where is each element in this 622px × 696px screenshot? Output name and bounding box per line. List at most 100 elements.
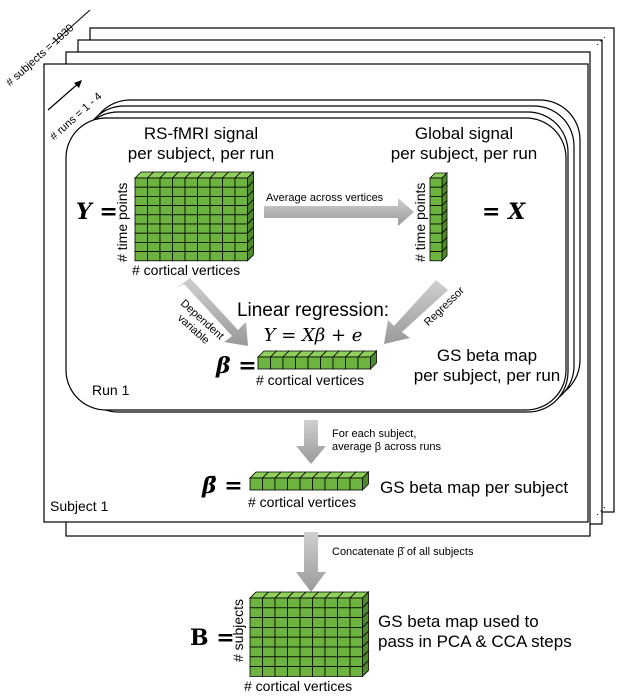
grid-cell xyxy=(249,607,263,618)
grid-cell xyxy=(147,251,161,262)
grid-cell xyxy=(249,627,263,638)
grid-cell xyxy=(159,195,173,206)
grid-cell xyxy=(184,205,198,216)
grid-cell xyxy=(197,223,211,234)
grid-cell xyxy=(209,195,223,206)
avg-runs-label: For each subject, average β across runs xyxy=(332,428,441,453)
concatenate-arrow xyxy=(296,532,326,592)
grid-cell xyxy=(222,205,236,216)
grid-cell xyxy=(234,205,248,216)
grid-cell xyxy=(249,646,263,658)
B-subjects-axis: # subjects xyxy=(230,598,246,662)
grid-cell xyxy=(287,477,301,491)
grid-cell xyxy=(324,617,338,628)
Y-equation: Y = xyxy=(76,199,118,225)
grid-cell xyxy=(320,356,334,370)
avg-runs-line1: For each subject, xyxy=(332,428,417,440)
grid-cell xyxy=(197,214,211,225)
avg-runs-line2: average β across runs xyxy=(332,440,442,453)
grid-cell xyxy=(337,646,351,658)
grid-cell xyxy=(299,597,313,609)
grid-cell xyxy=(222,186,236,197)
grid-cell xyxy=(429,195,443,206)
grid-cell xyxy=(209,232,223,243)
dependent-variable-arrow xyxy=(176,278,248,346)
grid-cell xyxy=(197,241,211,252)
global-signal-title: Global signal per subject, per run xyxy=(374,124,554,163)
grid-cell xyxy=(274,597,288,609)
grid-cell xyxy=(234,214,248,225)
grid-cell xyxy=(349,636,363,648)
grid-cell xyxy=(287,666,301,677)
grid-cell xyxy=(209,241,223,252)
grid-cell xyxy=(222,223,236,234)
grid-cell xyxy=(172,232,186,243)
grid-cell xyxy=(134,251,148,262)
B-description-line1: GS beta map used to xyxy=(378,612,539,631)
grid-cell xyxy=(312,656,326,667)
grid-cell xyxy=(209,223,223,234)
grid-cell xyxy=(429,223,443,234)
average-arrow xyxy=(264,198,414,226)
grid-cell xyxy=(287,656,301,667)
B-cortical-vertices: # cortical vertices xyxy=(244,678,353,694)
gs-beta-line1: GS beta map xyxy=(436,346,538,365)
grid-cell xyxy=(337,656,351,667)
grid-cell xyxy=(249,477,263,491)
grid-cell xyxy=(147,232,161,243)
grid-cell xyxy=(429,205,443,216)
regression-formula: Y = Xβ + e xyxy=(263,325,363,346)
beta-cortical-vertices: # cortical vertices xyxy=(256,372,365,388)
grid-cell xyxy=(337,617,351,628)
grid-cell xyxy=(134,195,148,206)
grid-cell xyxy=(262,656,276,667)
grid-cell xyxy=(262,597,276,609)
grid-cell xyxy=(429,251,443,262)
grid-cell xyxy=(222,251,236,262)
grid-cell xyxy=(222,214,236,225)
B-description-line2: pass in PCA & CCA steps xyxy=(378,631,572,651)
grid-cell xyxy=(249,617,263,628)
grid-cell xyxy=(172,205,186,216)
gs-time-points-axis: # time points xyxy=(412,182,428,262)
grid-cell xyxy=(282,356,296,370)
grid-cell xyxy=(184,195,198,206)
runs-counter-arrow xyxy=(47,81,81,111)
gs-map-subject: GS beta map per subject xyxy=(380,478,569,497)
grid-cell xyxy=(357,356,371,370)
subject-label: Subject 1 xyxy=(50,498,109,514)
grid-cell xyxy=(299,636,313,648)
grid-cell xyxy=(299,646,313,658)
run-label: Run 1 xyxy=(92,382,130,398)
grid-cell xyxy=(197,251,211,262)
grid-cell xyxy=(184,177,198,188)
grid-cell xyxy=(134,186,148,197)
grid-cell xyxy=(274,627,288,638)
grid-cell xyxy=(262,477,276,491)
B-matrix xyxy=(249,591,370,678)
grid-cell xyxy=(262,607,276,618)
stack-dots-top: ⋰ xyxy=(596,36,606,47)
grid-cell xyxy=(134,223,148,234)
grid-cell xyxy=(324,646,338,658)
grid-cell xyxy=(234,186,248,197)
beta-vector xyxy=(257,350,378,370)
average-runs-arrow xyxy=(296,420,326,464)
grid-cell xyxy=(159,251,173,262)
grid-cell xyxy=(349,646,363,658)
grid-cell xyxy=(234,195,248,206)
grid-cell xyxy=(134,232,148,243)
grid-cell xyxy=(159,232,173,243)
gs-beta-line2: per subject, per run xyxy=(413,365,561,385)
grid-cell xyxy=(262,617,276,628)
grid-cell xyxy=(159,214,173,225)
grid-cell xyxy=(324,627,338,638)
grid-cell xyxy=(209,214,223,225)
grid-cell xyxy=(337,477,351,491)
grid-cell xyxy=(134,205,148,216)
grid-cell xyxy=(184,223,198,234)
grid-cell xyxy=(222,177,236,188)
regression-title: Linear regression: xyxy=(236,300,390,321)
grid-cell xyxy=(312,477,326,491)
